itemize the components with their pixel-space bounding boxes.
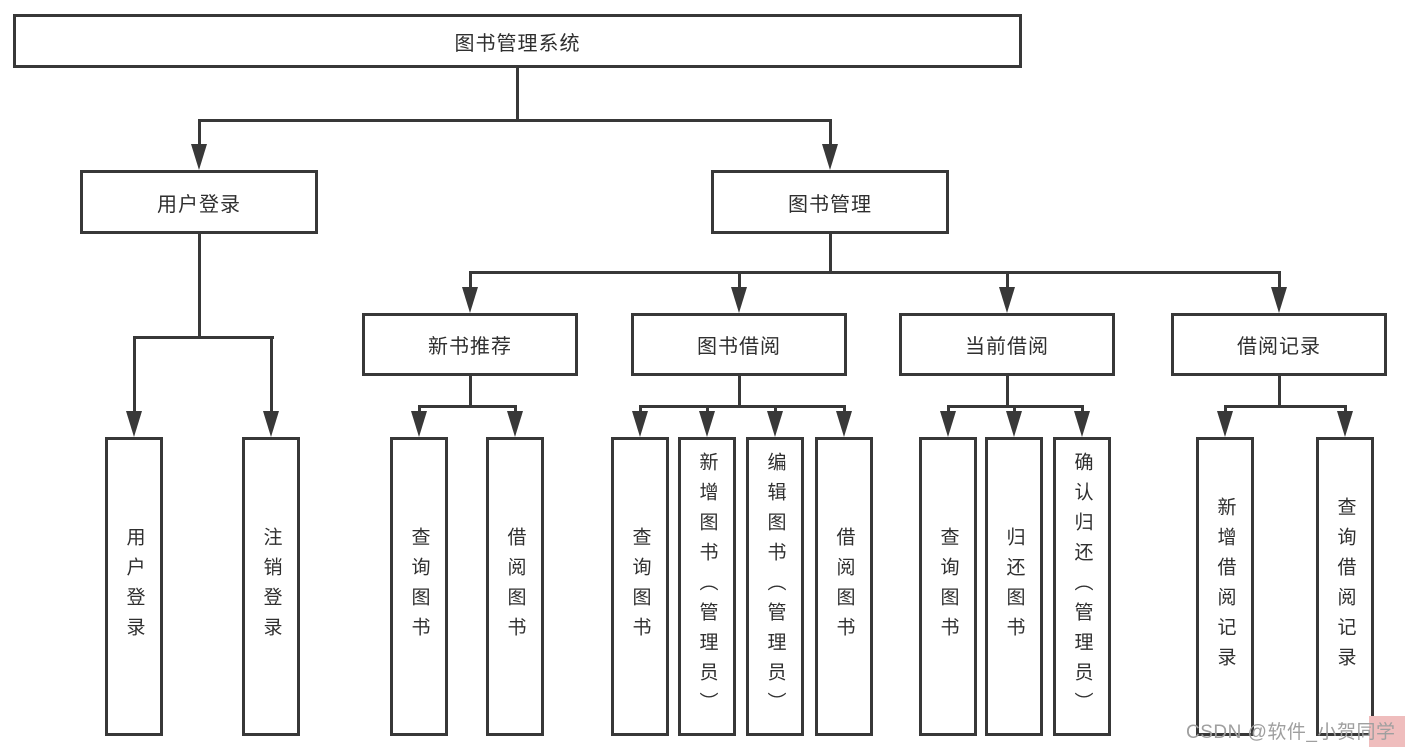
node-label: 归还图书: [1003, 526, 1025, 647]
connector-drop: [773, 405, 777, 415]
leaf-borrow-books: 借阅图书: [815, 437, 873, 736]
watermark-highlight: [1369, 716, 1405, 747]
arrow-down-icon: [767, 411, 783, 437]
arrow-down-icon: [191, 144, 207, 170]
node-label: 借阅记录: [1237, 336, 1321, 358]
node-label: 图书管理系统: [454, 32, 581, 55]
leaf-user-login: 用户登录: [105, 437, 163, 736]
connector-drop-new-book: [468, 271, 472, 289]
arrow-down-icon: [507, 411, 523, 437]
node-label: 确认归还（管理员）: [1071, 451, 1093, 722]
connector-drop-leaf-logout: [269, 336, 273, 412]
leaf-add-book-admin: 新增图书（管理员）: [678, 437, 736, 736]
connector-book-borrow-stem: [737, 376, 741, 408]
leaf-confirm-return-admin: 确认归还（管理员）: [1053, 437, 1111, 736]
arrow-down-icon: [1006, 411, 1022, 437]
connector-drop-borrow-records: [1277, 271, 1281, 289]
arrow-down-icon: [1271, 287, 1287, 313]
leaf-edit-book-admin: 编辑图书（管理员）: [746, 437, 804, 736]
node-label: 当前借阅: [965, 336, 1049, 358]
node-label: 注销登录: [260, 526, 282, 647]
connector-drop-current-borrow: [1005, 271, 1009, 289]
arrow-down-icon: [462, 287, 478, 313]
connector-user-login-horizontal: [132, 336, 274, 339]
leaf-return-books: 归还图书: [985, 437, 1043, 736]
connector-new-book-stem: [468, 376, 472, 408]
watermark-text: CSDN @软件_小贺同学: [1186, 722, 1396, 743]
arrow-down-icon: [1074, 411, 1090, 437]
node-label: 借阅图书: [504, 526, 526, 647]
connector-book-management-stem: [828, 234, 832, 274]
leaf-borrow-books-recommend: 借阅图书: [486, 437, 544, 736]
arrow-down-icon: [940, 411, 956, 437]
arrow-down-icon: [632, 411, 648, 437]
arrow-down-icon: [411, 411, 427, 437]
leaf-logout: 注销登录: [242, 437, 300, 736]
connector-drop: [1080, 405, 1084, 415]
node-user-login: 用户登录: [80, 170, 318, 234]
leaf-query-books-recommend: 查询图书: [390, 437, 448, 736]
connector-drop: [417, 405, 421, 415]
arrow-down-icon: [822, 144, 838, 170]
arrow-down-icon: [263, 411, 279, 437]
arrow-down-icon: [731, 287, 747, 313]
node-book-borrow: 图书借阅: [631, 313, 847, 376]
node-label: 查询图书: [629, 526, 651, 647]
connector-drop: [842, 405, 846, 415]
connector-borrow-records-stem: [1277, 376, 1281, 408]
connector-drop: [638, 405, 642, 415]
node-label: 借阅图书: [833, 526, 855, 647]
node-new-book-recommend: 新书推荐: [362, 313, 578, 376]
connector-borrow-records-horizontal: [1223, 405, 1347, 408]
connector-drop: [1223, 405, 1227, 415]
arrow-down-icon: [1337, 411, 1353, 437]
node-borrow-records: 借阅记录: [1171, 313, 1387, 376]
leaf-query-books-current: 查询图书: [919, 437, 977, 736]
node-label: 查询借阅记录: [1334, 496, 1356, 677]
node-root-library-system: 图书管理系统: [13, 14, 1022, 68]
connector-drop-user-login: [197, 119, 201, 147]
node-label: 用户登录: [157, 193, 241, 216]
connector-root-stem: [515, 68, 519, 122]
connector-drop-leaf-user-login: [132, 336, 136, 412]
connector-level2-horizontal: [197, 119, 832, 122]
node-label: 用户登录: [123, 526, 145, 647]
node-label: 查询图书: [937, 526, 959, 647]
connector-drop-book-management: [828, 119, 832, 147]
connector-level3-horizontal: [468, 271, 1281, 274]
node-current-borrow: 当前借阅: [899, 313, 1115, 376]
node-label: 图书借阅: [697, 336, 781, 358]
arrow-down-icon: [999, 287, 1015, 313]
connector-drop: [946, 405, 950, 415]
node-label: 新增借阅记录: [1214, 496, 1236, 677]
leaf-add-borrow-record: 新增借阅记录: [1196, 437, 1254, 736]
node-label: 新增图书（管理员）: [696, 451, 718, 722]
leaf-query-borrow-record: 查询借阅记录: [1316, 437, 1374, 736]
connector-new-book-horizontal: [417, 405, 517, 408]
connector-drop-book-borrow: [737, 271, 741, 289]
connector-drop: [513, 405, 517, 415]
node-label: 图书管理: [788, 193, 872, 216]
node-label: 编辑图书（管理员）: [764, 451, 786, 722]
arrow-down-icon: [1217, 411, 1233, 437]
node-label: 查询图书: [408, 526, 430, 647]
connector-current-borrow-stem: [1005, 376, 1009, 408]
connector-drop: [705, 405, 709, 415]
connector-drop: [1343, 405, 1347, 415]
connector-drop: [1012, 405, 1016, 415]
leaf-query-books-borrow: 查询图书: [611, 437, 669, 736]
arrow-down-icon: [836, 411, 852, 437]
node-label: 新书推荐: [428, 336, 512, 358]
node-book-management: 图书管理: [711, 170, 949, 234]
connector-book-borrow-horizontal: [638, 405, 846, 408]
connector-user-login-stem: [197, 234, 201, 339]
arrow-down-icon: [699, 411, 715, 437]
arrow-down-icon: [126, 411, 142, 437]
